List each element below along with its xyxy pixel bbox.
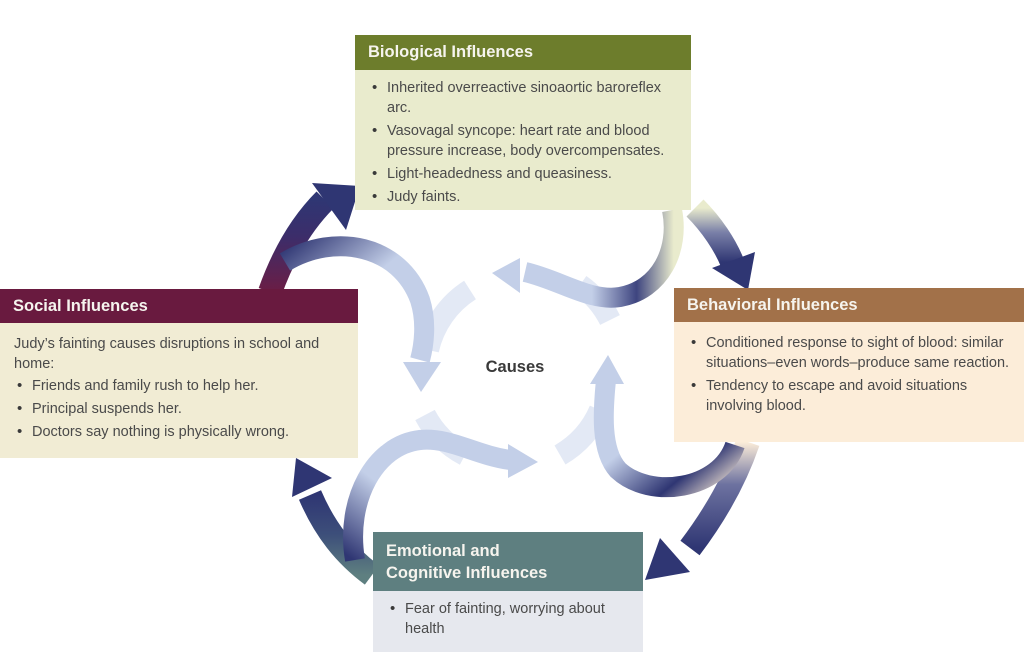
biological-influences-title: Biological Influences bbox=[355, 35, 691, 70]
social-influences-intro: Judy’s fainting causes disruptions in sc… bbox=[14, 336, 320, 372]
list-item: Conditioned response to sight of blood: … bbox=[688, 333, 1010, 373]
arrow-biological-to-behavioral bbox=[686, 199, 755, 290]
arrow-behavioral-to-emotional bbox=[645, 438, 760, 580]
arrow-social-to-biological bbox=[258, 183, 360, 297]
social-influences-box: Social Influences Judy’s fainting causes… bbox=[0, 289, 358, 458]
emotional-cognitive-influences-body: Fear of fainting, worrying about health bbox=[373, 591, 643, 652]
biological-influences-box: Biological Influences Inherited overreac… bbox=[355, 35, 691, 210]
list-item: Judy faints. bbox=[369, 187, 677, 207]
biological-influences-body: Inherited overreactive sinoaortic barore… bbox=[355, 70, 691, 210]
behavioral-influences-box: Behavioral Influences Conditioned respon… bbox=[674, 288, 1024, 442]
behavioral-influences-body: Conditioned response to sight of blood: … bbox=[674, 322, 1024, 442]
list-item: Vasovagal syncope: heart rate and blood … bbox=[369, 121, 677, 161]
title-line-1: Emotional and bbox=[386, 542, 500, 560]
arrow-biological-to-causes bbox=[492, 208, 684, 308]
behavioral-influences-title: Behavioral Influences bbox=[674, 288, 1024, 322]
center-label-causes: Causes bbox=[485, 358, 545, 376]
list-item: Friends and family rush to help her. bbox=[14, 376, 344, 396]
emotional-cognitive-influences-box: Emotional and Cognitive Influences Fear … bbox=[373, 532, 643, 652]
arrow-social-to-causes bbox=[279, 236, 441, 392]
arrow-behavioral-to-causes bbox=[590, 355, 745, 498]
list-item: Inherited overreactive sinoaortic barore… bbox=[369, 78, 677, 118]
emotional-cognitive-influences-title: Emotional and Cognitive Influences bbox=[373, 532, 643, 591]
list-item: Principal suspends her. bbox=[14, 399, 344, 419]
title-line-2: Cognitive Influences bbox=[386, 564, 548, 582]
social-influences-body: Judy’s fainting causes disruptions in sc… bbox=[0, 323, 358, 458]
list-item: Fear of fainting, worrying about health bbox=[387, 599, 629, 639]
list-item: Light-headedness and queasiness. bbox=[369, 164, 677, 184]
social-influences-title: Social Influences bbox=[0, 289, 358, 323]
arrow-emotional-to-social bbox=[292, 458, 380, 585]
arrow-emotional-to-causes bbox=[343, 429, 538, 562]
list-item: Doctors say nothing is physically wrong. bbox=[14, 422, 344, 442]
inner-ring-arc-top-left bbox=[417, 280, 477, 353]
list-item: Tendency to escape and avoid situations … bbox=[688, 376, 1010, 416]
